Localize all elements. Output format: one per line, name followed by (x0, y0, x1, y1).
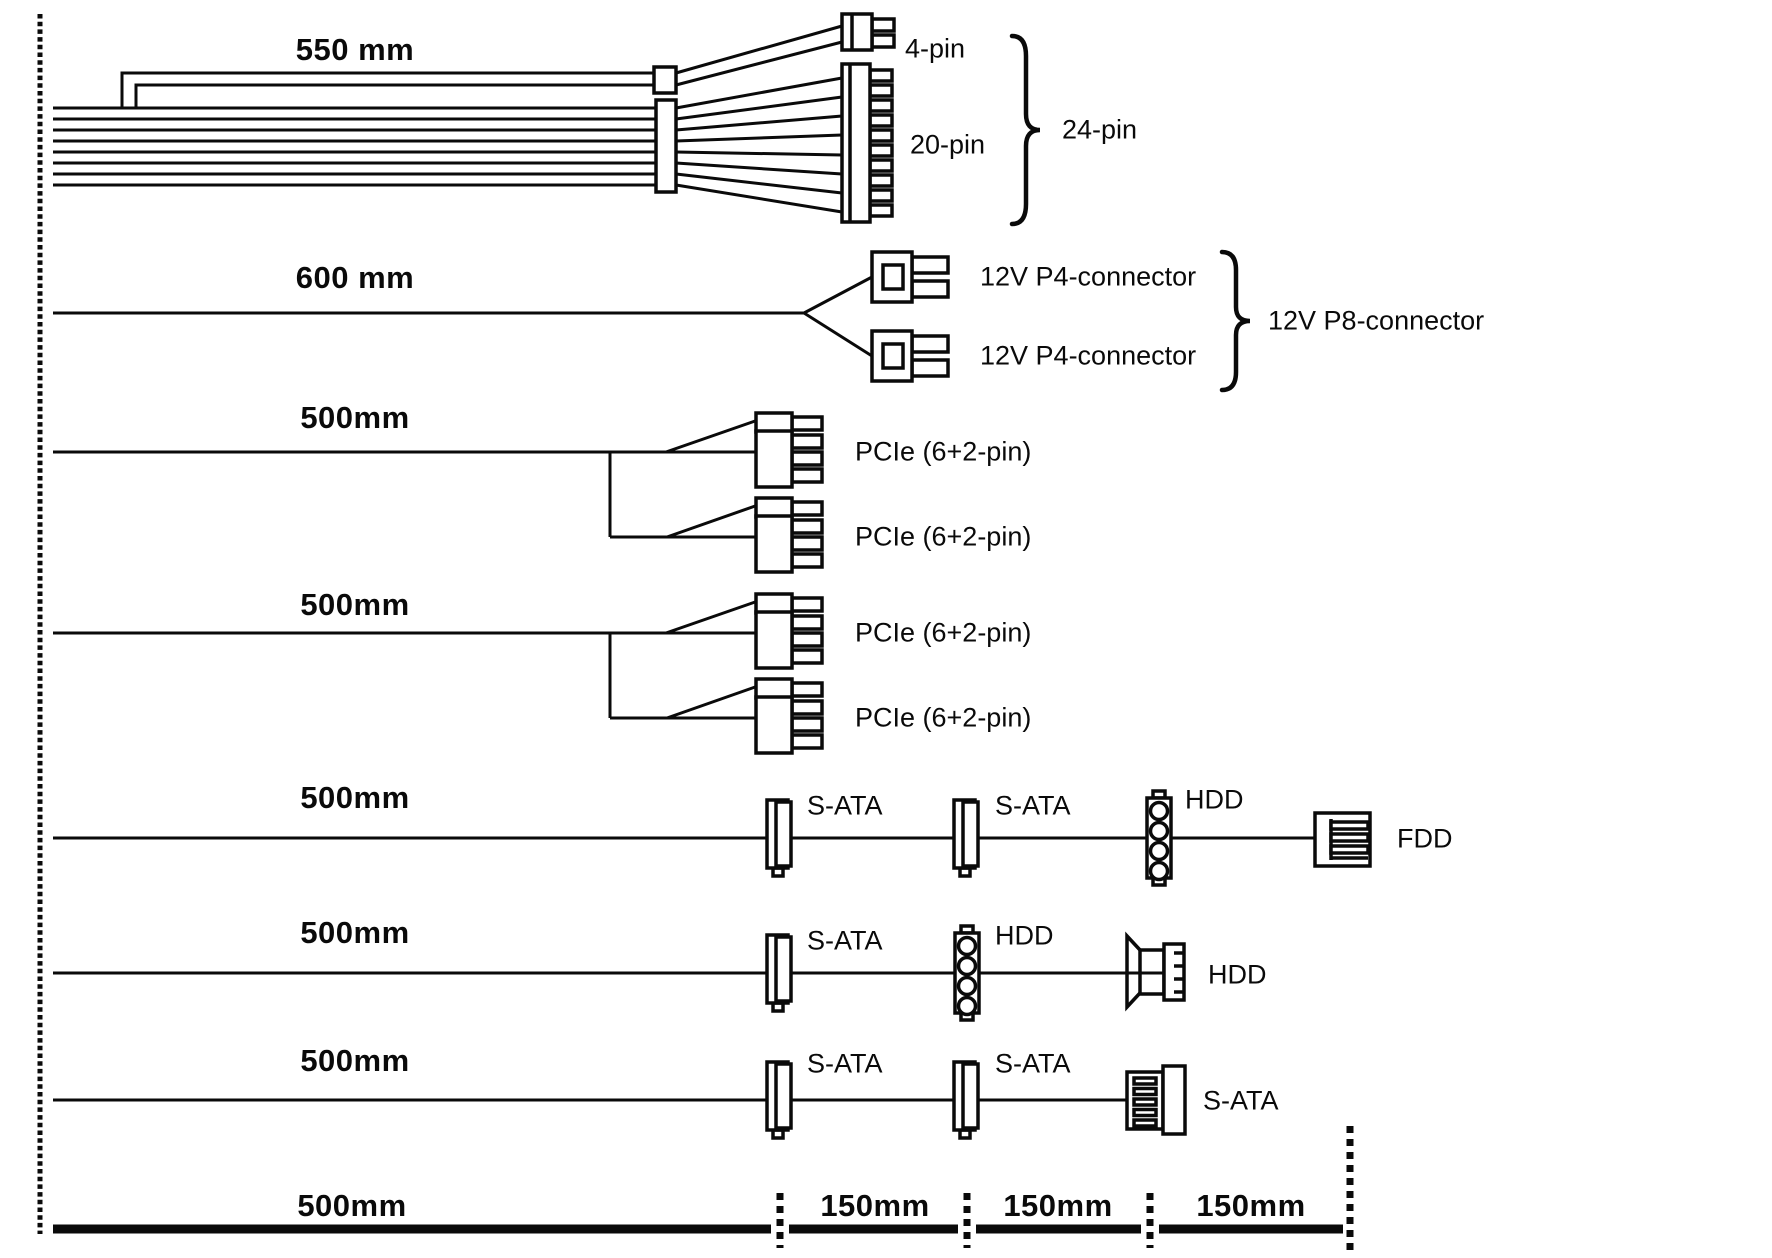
label-hdd-6a: HDD (995, 920, 1054, 951)
sata-hdd-fdd-cable (53, 789, 1372, 887)
label-sata-6: S-ATA (807, 925, 883, 956)
sata-hdd-cable (53, 924, 1186, 1022)
pcie-connector-icon (754, 592, 824, 670)
ruler (37, 14, 1354, 1252)
label-hdd-5: HDD (1185, 784, 1244, 815)
atx-24pin-cable (53, 12, 1041, 227)
fdd-connector-icon (1313, 811, 1372, 868)
length-label-500-a: 500mm (300, 400, 410, 435)
label-sata-5b: S-ATA (995, 790, 1071, 821)
sata-connector-icon (952, 1060, 980, 1140)
label-pcie-4: PCIe (6+2-pin) (855, 702, 1032, 733)
label-pcie-2: PCIe (6+2-pin) (855, 521, 1032, 552)
sata-connector-icon (765, 933, 793, 1013)
hdd-connector-icon (953, 924, 981, 1022)
length-label-500-e: 500mm (300, 1043, 410, 1078)
label-20pin: 20-pin (910, 129, 986, 160)
pcie-connector-icon (754, 496, 824, 574)
length-label-600: 600 mm (295, 260, 415, 295)
ruler-label-150-3: 150mm (1196, 1188, 1306, 1223)
label-hdd-6b: HDD (1208, 959, 1267, 990)
label-sata-7c: S-ATA (1203, 1085, 1279, 1116)
p8-cable (53, 249, 1251, 393)
label-p4-2: 12V P4-connector (980, 340, 1197, 371)
length-label-500-c: 500mm (300, 780, 410, 815)
label-4pin: 4-pin (905, 33, 966, 64)
ruler-label-150-2: 150mm (1003, 1188, 1113, 1223)
length-label-550: 550 mm (295, 32, 415, 67)
brace-24pin-icon (1009, 33, 1041, 227)
brace-p8-icon (1219, 249, 1251, 393)
sata-connector-icon (765, 1060, 793, 1140)
label-pcie-1: PCIe (6+2-pin) (855, 436, 1032, 467)
p4-connector-icon (870, 329, 950, 383)
p4-connector-icon (870, 250, 950, 304)
ruler-label-150-1: 150mm (820, 1188, 930, 1223)
length-label-500-d: 500mm (300, 915, 410, 950)
pcie-cable-1 (53, 411, 824, 574)
label-p4-1: 12V P4-connector (980, 261, 1197, 292)
4pin-connector-icon (840, 12, 896, 52)
sata-cable (53, 1060, 1187, 1140)
label-pcie-3: PCIe (6+2-pin) (855, 617, 1032, 648)
label-sata-7a: S-ATA (807, 1048, 883, 1079)
length-label-500-b: 500mm (300, 587, 410, 622)
label-sata-7b: S-ATA (995, 1048, 1071, 1079)
ruler-label-500: 500mm (297, 1188, 407, 1223)
label-sata-5a: S-ATA (807, 790, 883, 821)
sata-end-connector-icon (1125, 1064, 1187, 1136)
sata-connector-icon (765, 798, 793, 878)
hdd-connector-icon (1145, 789, 1173, 887)
pcie-connector-icon (754, 677, 824, 755)
label-p8: 12V P8-connector (1268, 305, 1485, 336)
hdd-molex-connector-icon (1125, 931, 1186, 1012)
pcie-cable-2 (53, 592, 824, 755)
label-24pin: 24-pin (1062, 114, 1138, 145)
cable-tie-icon (652, 65, 678, 194)
20pin-connector-icon (840, 62, 894, 224)
pcie-connector-icon (754, 411, 824, 489)
sata-connector-icon (952, 798, 980, 878)
label-fdd: FDD (1397, 823, 1453, 854)
